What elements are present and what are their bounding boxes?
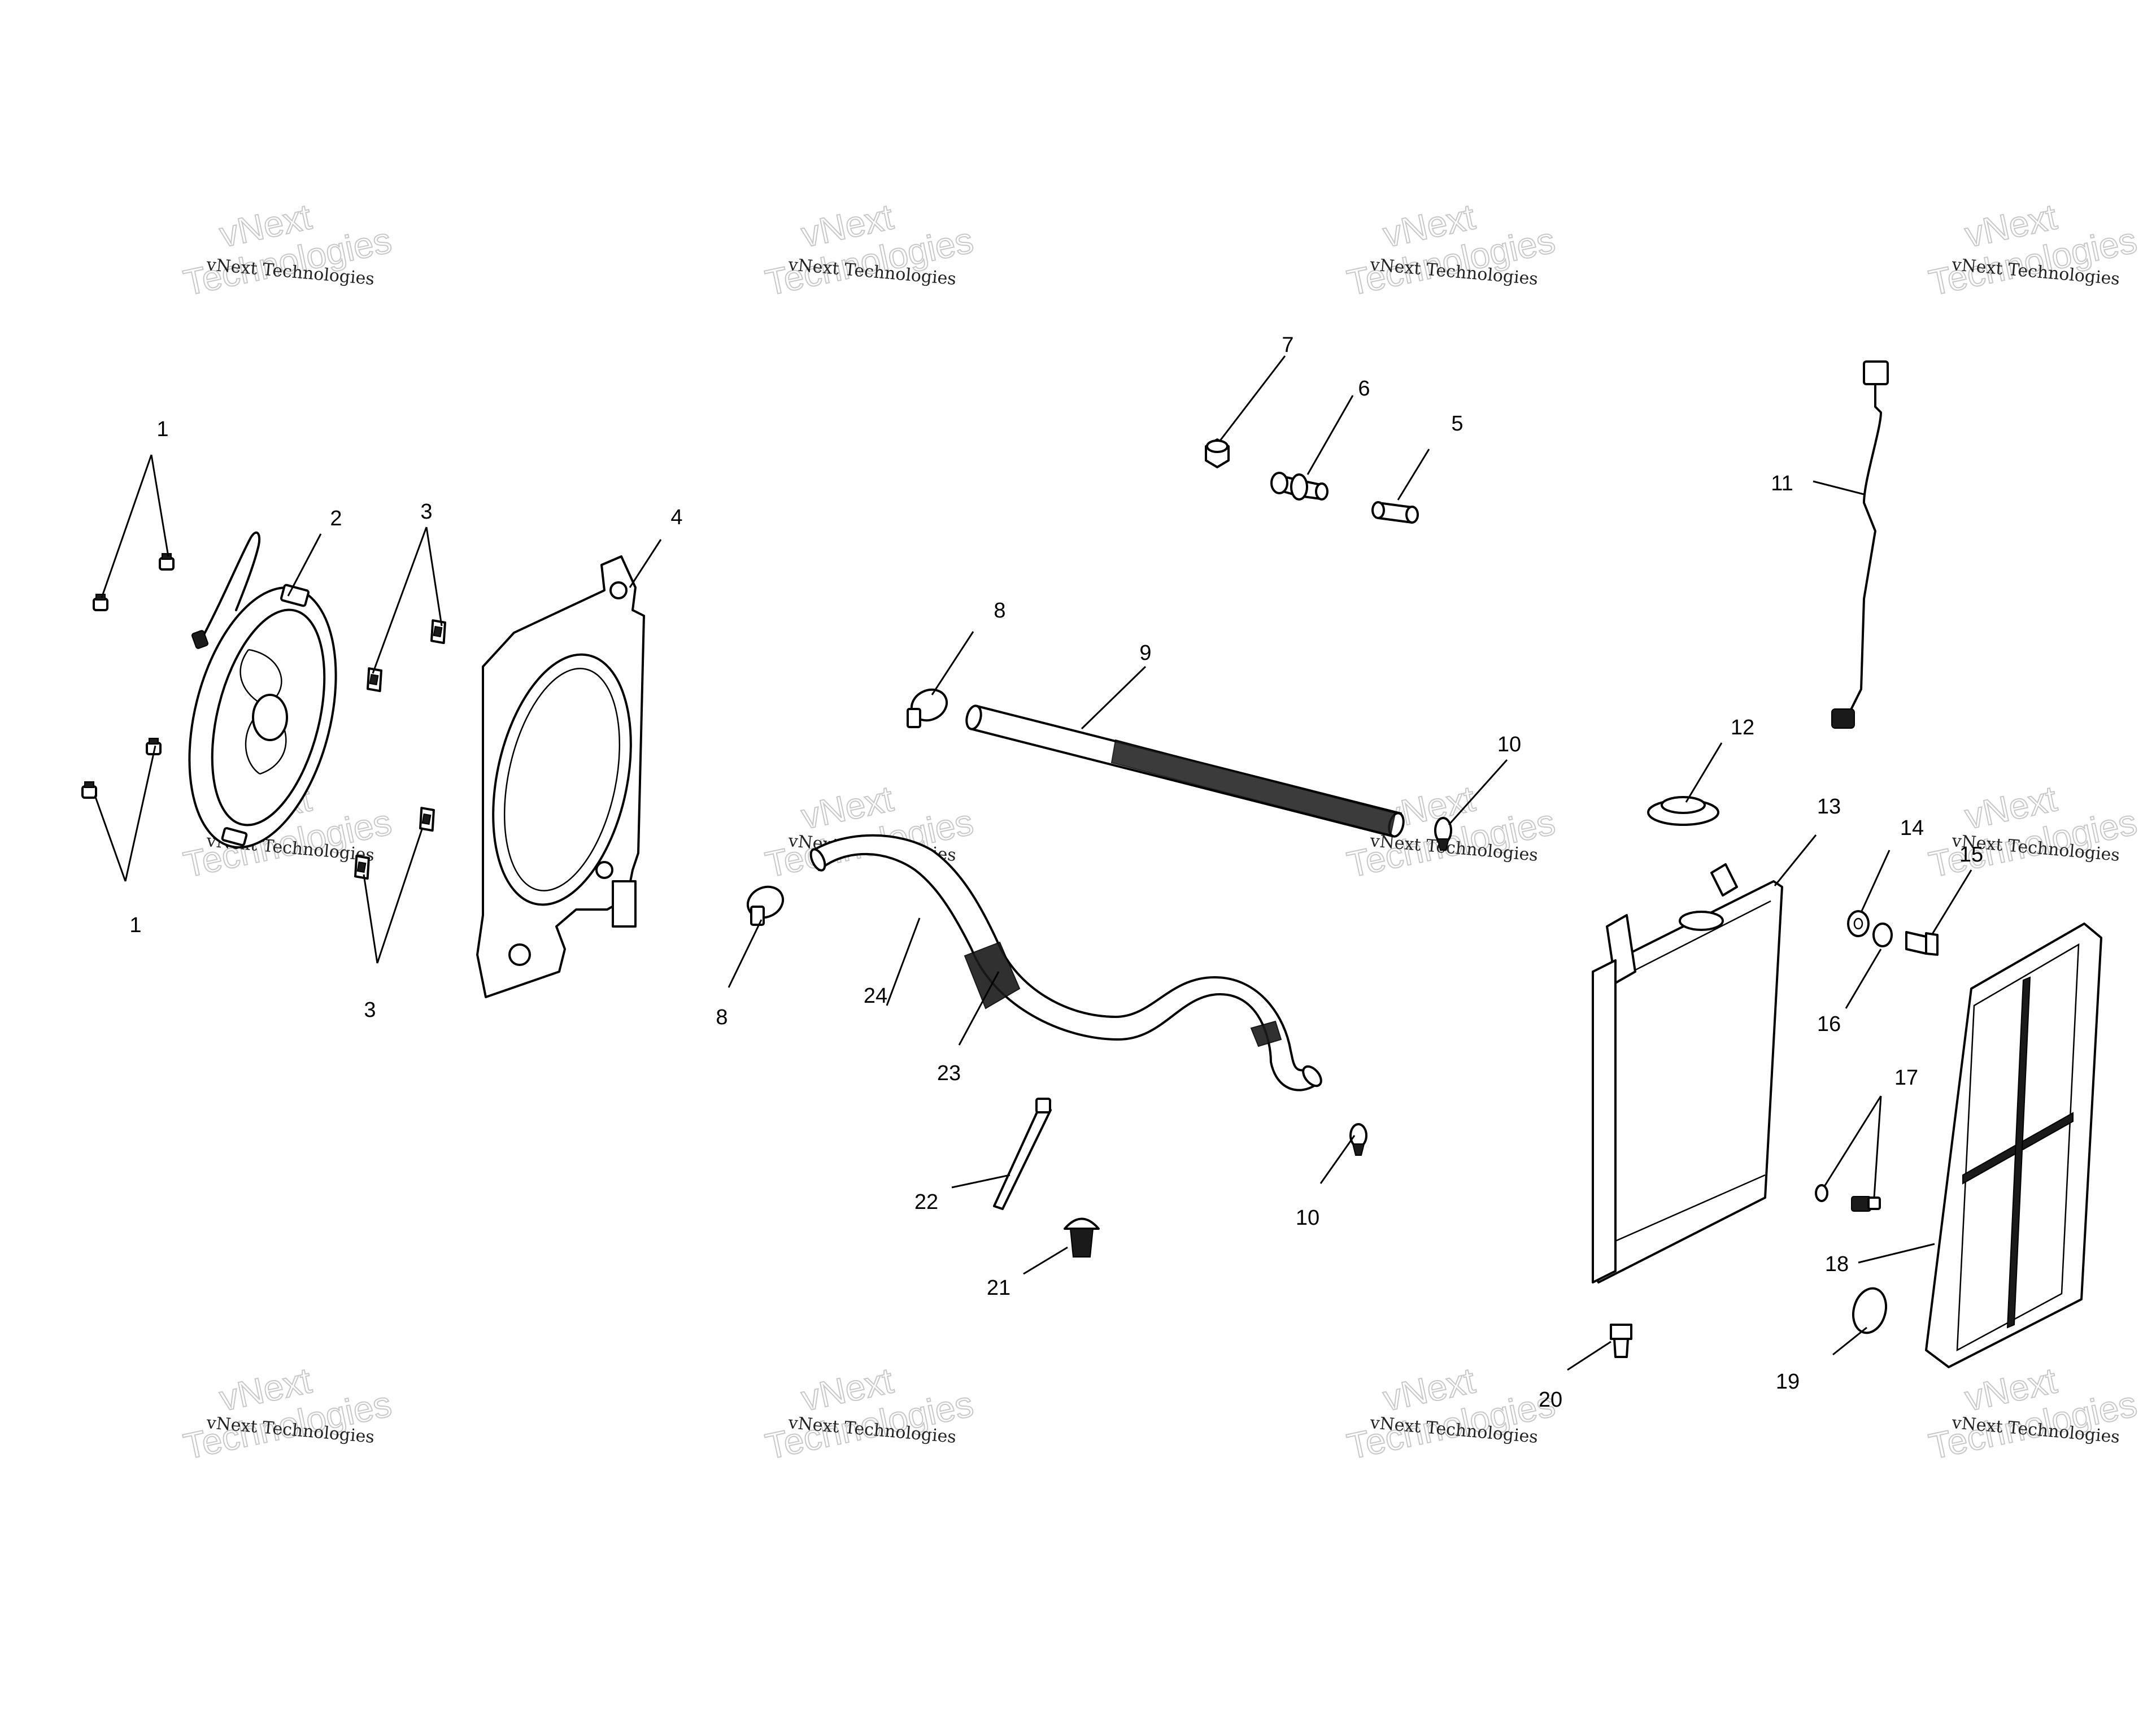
callout-3: 3 [420,500,432,524]
callout-1: 1 [129,913,141,937]
watermark: vNext Technologies [1925,777,2141,886]
callout-7: 7 [1282,333,1293,357]
callout-8: 8 [716,1006,728,1029]
part-20-drain-plug[interactable] [1610,1324,1632,1358]
part-10-small-clamp[interactable] [1349,1123,1367,1156]
part-17-fasteners[interactable] [1815,1184,1881,1212]
part-18-radiator-screen[interactable] [1925,923,2102,1368]
part-3-clips[interactable] [353,619,447,880]
part-6-grommet[interactable] [1270,472,1329,501]
callout-11: 11 [1771,472,1793,495]
callout-12: 12 [1731,716,1754,739]
callout-20: 20 [1539,1388,1562,1412]
callout-22: 22 [914,1190,938,1214]
callout-19: 19 [1776,1370,1800,1394]
callout-16: 16 [1817,1012,1841,1036]
watermark: vNext Technologies [761,1359,977,1468]
callout-1: 1 [156,417,168,441]
part-14-washer[interactable] [1847,910,1870,937]
part-19-o-ring[interactable] [1849,1285,1891,1337]
callout-4: 4 [670,506,682,529]
callout-15: 15 [1959,843,1983,867]
part-7-nut[interactable] [1205,438,1230,468]
part-8-hose-clamp[interactable] [907,684,952,728]
part-22-cable-tie[interactable] [993,1098,1052,1210]
watermark: vNext Technologies [1343,1359,1559,1468]
callout-5: 5 [1451,412,1463,436]
part-12-radiator-cap[interactable] [1647,796,1719,826]
callout-labels: 1 1 2 3 3 4 5 6 7 8 8 9 10 10 11 12 13 1… [129,333,1983,1412]
callout-3: 3 [364,998,376,1022]
part-23-hose-sleeve[interactable] [964,941,1282,1047]
leader-lines [94,355,1972,1371]
part-1-fan-screws[interactable] [81,553,175,799]
callout-8: 8 [994,599,1005,623]
part-13-radiator[interactable] [1592,863,1783,1283]
callout-24: 24 [864,984,887,1008]
callout-10: 10 [1296,1206,1319,1230]
part-9-straight-hose[interactable] [964,704,1405,838]
callout-10: 10 [1497,733,1521,756]
callout-17: 17 [1894,1066,1918,1090]
callout-13: 13 [1817,795,1841,819]
callout-21: 21 [987,1276,1010,1300]
part-5-sleeve[interactable] [1371,501,1419,524]
part-11-temperature-sensor-wire[interactable] [1831,360,1889,729]
part-8-hose-clamp[interactable] [743,881,788,926]
part-10-small-clamp[interactable] [1434,817,1452,851]
part-4-fan-shroud[interactable] [472,555,652,998]
callout-9: 9 [1139,641,1151,665]
part-15-bolt[interactable] [1905,931,1939,956]
part-21-push-rivet[interactable] [1064,1217,1100,1258]
callout-2: 2 [330,507,342,530]
callout-14: 14 [1900,816,1924,840]
callout-18: 18 [1825,1252,1849,1276]
part-16-nut[interactable] [1872,923,1893,947]
watermark: vNext Technologies [180,1359,395,1468]
callout-23: 23 [937,1061,961,1085]
part-24-curved-hose[interactable] [808,834,1325,1091]
part-2-fan-assembly[interactable] [165,531,361,863]
callout-6: 6 [1358,377,1370,401]
